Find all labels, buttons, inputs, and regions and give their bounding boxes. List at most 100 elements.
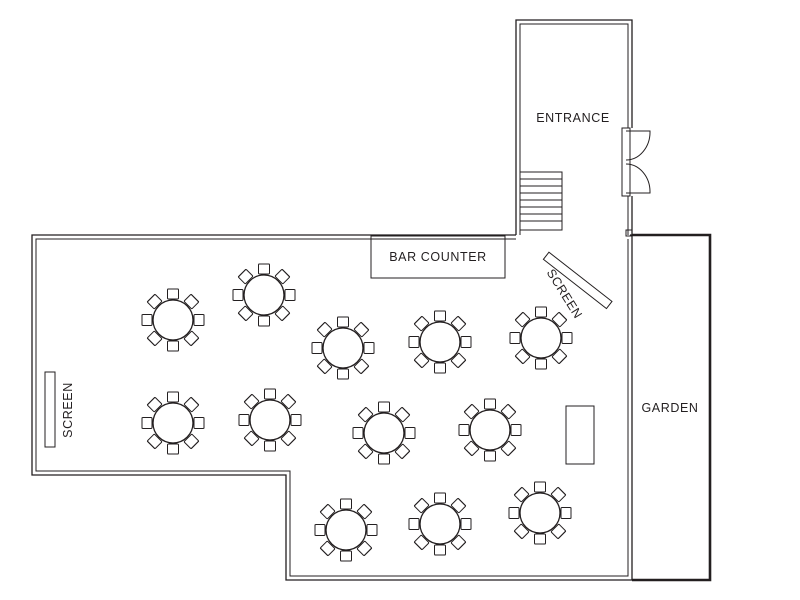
table-top [520,317,562,359]
chair [460,518,472,530]
chair-back [190,337,200,347]
chair-back [316,365,326,375]
chair [458,424,470,436]
chair-back [190,440,200,450]
chair [141,314,153,326]
chair-back [237,312,247,322]
chair-back [401,406,411,416]
bar-counter [370,235,506,279]
chair-back [190,396,200,406]
chair-back [558,311,568,321]
chair [534,481,546,493]
chair [141,417,153,429]
round-table [352,401,416,465]
chair [352,427,364,439]
chair-back [363,547,373,557]
round-table [408,492,472,556]
chair-back [287,437,297,447]
table-top [152,402,194,444]
chair [434,310,446,322]
chair-back [401,450,411,460]
chair-back [557,486,567,496]
chair [167,340,179,352]
round-table [141,391,205,455]
entrance-walls [515,19,633,237]
chair-back [507,403,517,413]
chair-back [190,293,200,303]
chair-back [513,530,523,540]
chair [238,414,250,426]
chair [167,391,179,403]
chair [337,316,349,328]
round-tables [141,263,573,562]
chair [434,544,446,556]
chair-back [413,359,423,369]
chair-back [319,547,329,557]
chair [340,550,352,562]
chair-back [413,497,423,507]
garden-area [632,233,712,582]
screen-right-label: SCREEN [544,267,585,322]
table-top [419,321,461,363]
chair [366,524,378,536]
chair-back [357,406,367,416]
chair [404,427,416,439]
entrance-label: ENTRANCE [536,111,610,125]
chair [509,332,521,344]
table-top [419,503,461,545]
round-table [314,498,378,562]
table-top [325,509,367,551]
round-table [311,316,375,380]
chair [193,314,205,326]
chair-back [457,497,467,507]
chair [167,288,179,300]
round-table [408,310,472,374]
chair-back [513,486,523,496]
chair-back [357,450,367,460]
side-table [565,405,595,465]
chair-back [360,321,370,331]
chair [311,342,323,354]
chair-back [146,440,156,450]
garden-label: GARDEN [641,401,698,415]
chair-back [281,312,291,322]
round-table [232,263,296,327]
screen-left-label: SCREEN [61,382,75,438]
chair [434,492,446,504]
chair [340,498,352,510]
chair [290,414,302,426]
chair-back [243,393,253,403]
table-top [469,409,511,451]
chair [264,440,276,452]
table-top [249,399,291,441]
chair-back [413,541,423,551]
chair-back [319,503,329,513]
chair-back [457,541,467,551]
hall-walls [31,234,633,581]
screen-left [44,371,56,448]
chair [363,342,375,354]
chair [167,443,179,455]
table-top [322,327,364,369]
chair [534,533,546,545]
chair [378,453,390,465]
chair [408,518,420,530]
screen-right [542,251,613,310]
round-table [141,288,205,352]
stairs [519,171,563,231]
chair-back [514,311,524,321]
chair-back [514,355,524,365]
chair [508,507,520,519]
chair-back [463,447,473,457]
chair-back [243,437,253,447]
chair-back [281,268,291,278]
chair [484,398,496,410]
chair [337,368,349,380]
entrance-door [621,127,651,197]
chair-back [237,268,247,278]
chair-back [146,337,156,347]
chair-back [457,315,467,325]
chair [460,336,472,348]
chair-back [507,447,517,457]
chair [510,424,522,436]
